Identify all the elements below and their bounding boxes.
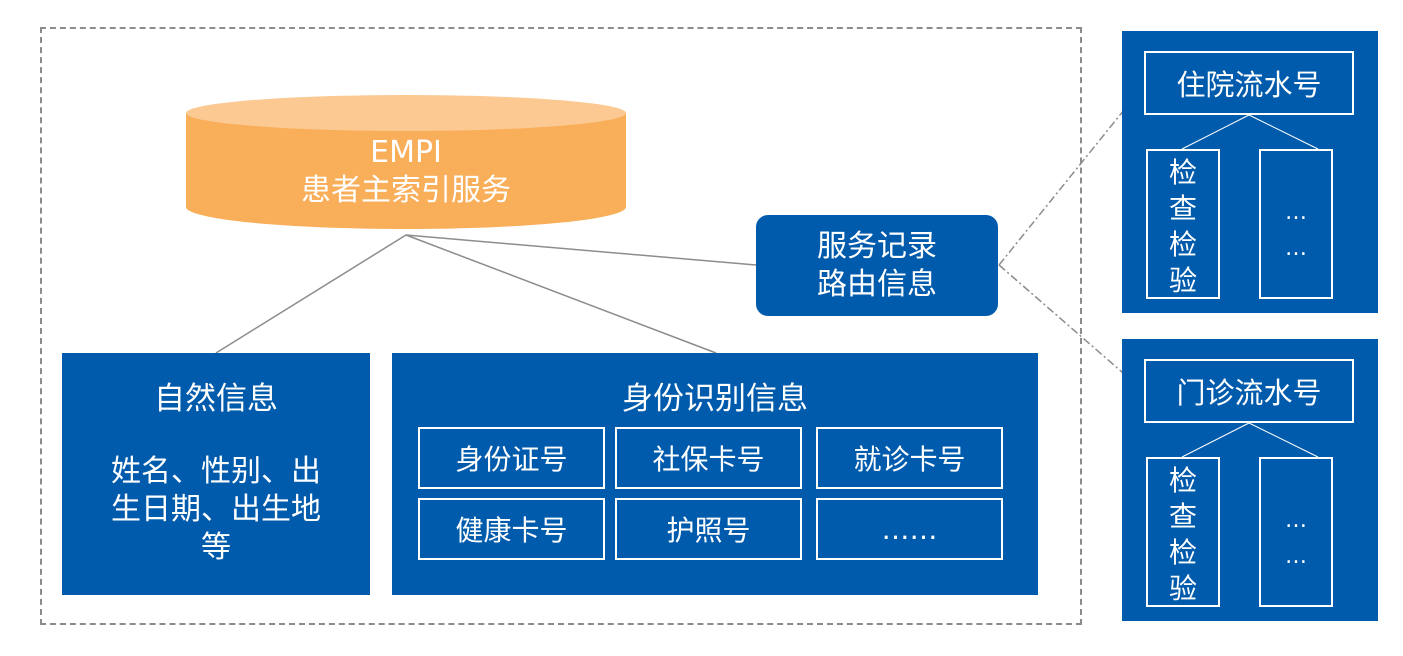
id-cell-passport: 护照号: [615, 498, 802, 560]
empi-scope-frame: [40, 27, 1082, 625]
inpatient-more-box: … …: [1259, 149, 1333, 299]
id-cell-id-card: 身份证号: [418, 427, 605, 489]
natural-info-line-3: 等: [201, 530, 231, 565]
inpatient-serial-title: 住院流水号: [1144, 51, 1354, 115]
outpatient-more-box: … …: [1259, 457, 1333, 607]
connector-empi-route: [405, 234, 757, 266]
connector-empi-identity: [405, 234, 717, 354]
inpatient-exam-label: 检 查 检 验: [1168, 156, 1197, 297]
id-cell-more: ……: [816, 498, 1003, 560]
identity-info-title: 身份识别信息: [622, 381, 808, 417]
inpatient-tree-lines: [1181, 114, 1319, 150]
outpatient-tree-lines: [1181, 422, 1319, 458]
inpatient-exam-box: 检 查 检 验: [1146, 149, 1220, 299]
connector-route-inpatient: [998, 83, 1146, 266]
outpatient-more-dots-2: …: [1285, 544, 1307, 569]
natural-info-panel: 自然信息 姓名、性别、出 生日期、出生地 等: [62, 353, 370, 595]
connector-empi-natural: [215, 234, 407, 354]
outpatient-exam-label: 检 查 检 验: [1168, 464, 1197, 605]
natural-info-line-2: 生日期、出生地: [111, 492, 321, 527]
service-route-box: 服务记录 路由信息: [756, 215, 998, 316]
inpatient-panel: 住院流水号 检 查 检 验 … …: [1122, 31, 1378, 313]
empi-database: EMPI 患者主索引服务: [186, 95, 626, 230]
natural-info-title: 自然信息: [154, 381, 278, 417]
empi-label: EMPI: [370, 135, 442, 170]
identity-info-panel: 身份识别信息 身份证号 社保卡号 就诊卡号 健康卡号 护照号 ……: [392, 353, 1038, 595]
route-line-1: 服务记录: [817, 228, 937, 264]
outpatient-more-dots-1: …: [1285, 508, 1307, 533]
natural-info-body: 姓名、性别、出 生日期、出生地 等: [82, 453, 350, 567]
connector-route-outpatient: [998, 264, 1146, 393]
id-cell-visit-card: 就诊卡号: [816, 427, 1003, 489]
id-cell-health-card: 健康卡号: [418, 498, 605, 560]
id-cell-social-security: 社保卡号: [615, 427, 802, 489]
empi-description: 患者主索引服务: [301, 173, 511, 208]
outpatient-panel: 门诊流水号 检 查 检 验 … …: [1122, 339, 1378, 621]
outpatient-exam-box: 检 查 检 验: [1146, 457, 1220, 607]
inpatient-more-dots-2: …: [1285, 236, 1307, 261]
route-line-2: 路由信息: [817, 266, 937, 302]
inpatient-more-dots-1: …: [1285, 200, 1307, 225]
outpatient-serial-title: 门诊流水号: [1144, 359, 1354, 423]
natural-info-line-1: 姓名、性别、出: [111, 454, 321, 489]
